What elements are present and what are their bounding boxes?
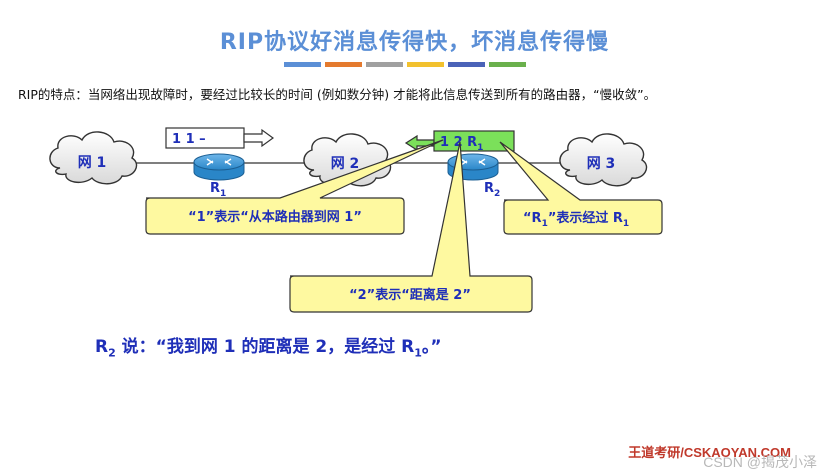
color-bar-segment-3: [366, 62, 403, 67]
callout-left: [145, 139, 444, 235]
callout-right: [499, 141, 663, 235]
router-r1-icon: [193, 153, 245, 181]
network-2-label: 网 2: [331, 156, 360, 172]
color-bar-segment-4: [407, 62, 444, 67]
color-bar-segment-6: [489, 62, 526, 67]
router-r2-label: R2: [484, 181, 500, 199]
callout-left-text: “1”表示“从本路由器到网 1”: [188, 209, 362, 225]
routing-message-left: [165, 127, 275, 149]
network-cloud-3: [559, 133, 648, 187]
bottom-suffix: 。”: [421, 337, 442, 357]
callout-right-text: “R1”表示经过 R1: [523, 210, 629, 229]
bottom-text-sub: 1: [414, 346, 422, 360]
color-bar-segment-1: [284, 62, 321, 67]
color-bar-segment-5: [448, 62, 485, 67]
brand-logo-text: 王道考研/CSKAOYAN.COM: [628, 445, 791, 460]
network-cloud-1: [49, 131, 138, 185]
network-1-label: 网 1: [78, 155, 107, 171]
bottom-statement: R2 说：“我到网 1 的距离是 2，是经过 R1。”: [95, 332, 442, 359]
callout-center-text: “2”表示“距离是 2”: [349, 287, 471, 303]
callout-center: [289, 141, 533, 313]
router-r1-label: R1: [210, 181, 226, 199]
routing-message-left-text: 1 1 –: [172, 132, 206, 147]
description-text: RIP的特点：当网络出现故障时，要经过比较长的时间 (例如数分钟) 才能将此信息…: [18, 87, 657, 102]
color-bar-segment-2: [325, 62, 362, 67]
page-title: RIP协议好消息传得快，坏消息传得慢: [219, 30, 610, 55]
bottom-prefix: R: [95, 337, 109, 357]
watermark-text: CSDN @揭茂小泽: [703, 454, 817, 470]
bottom-prefix-sub: 2: [108, 346, 116, 360]
network-3-label: 网 3: [587, 156, 616, 172]
routing-message-right-text: 1 2 R1: [440, 135, 483, 153]
title-color-bar: [284, 62, 526, 67]
bottom-text: 说：“我到网 1 的距离是 2，是经过 R: [115, 337, 415, 357]
